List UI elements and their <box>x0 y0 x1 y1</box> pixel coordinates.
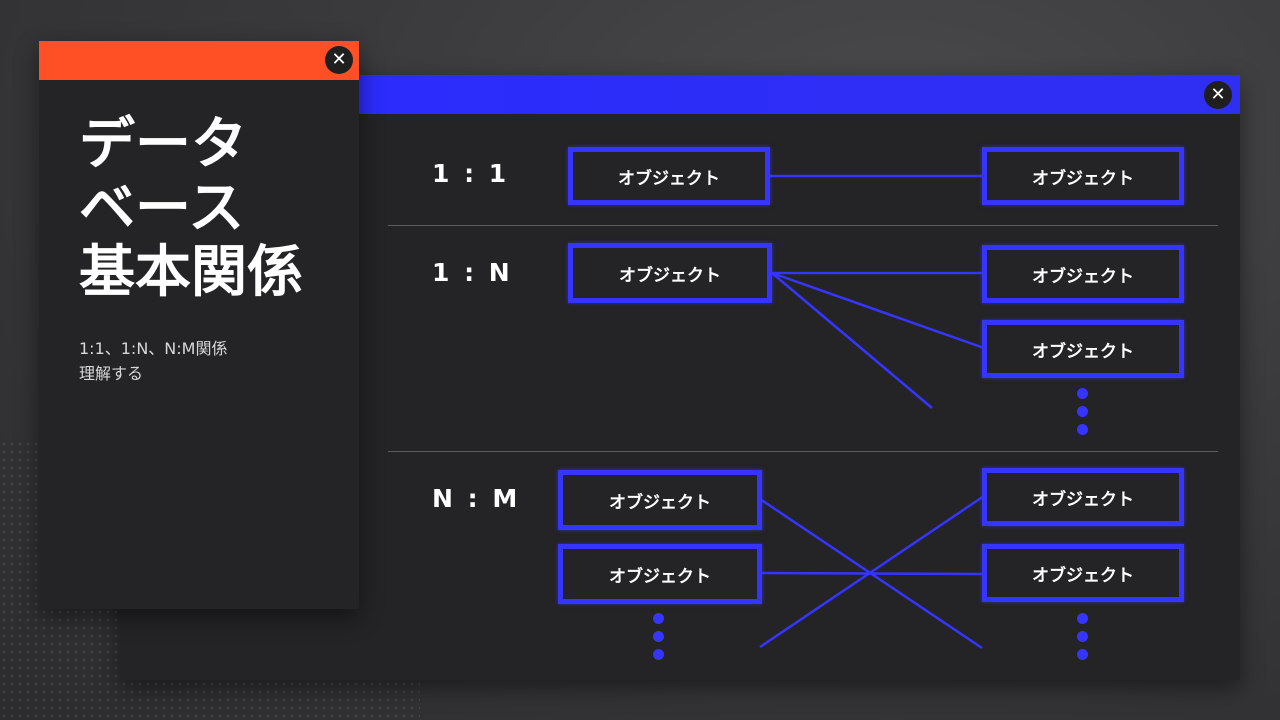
page-title: データ ベース 基本関係 <box>79 112 303 305</box>
ellipsis-dot <box>1077 424 1088 435</box>
object-box: オブジェクト <box>982 320 1184 378</box>
ellipsis-dot <box>1077 649 1088 660</box>
section-label-NtoM: N : M <box>432 484 521 513</box>
title-window-titlebar[interactable]: ✕ <box>39 41 359 80</box>
ellipsis-dot <box>1077 406 1088 417</box>
ellipsis-dot <box>653 613 664 624</box>
link-NtoM-b <box>759 571 985 576</box>
ellipsis-dot <box>1077 613 1088 624</box>
object-box: オブジェクト <box>982 245 1184 303</box>
ellipsis-dot <box>1077 631 1088 642</box>
object-box: オブジェクト <box>982 468 1184 526</box>
object-box: オブジェクト <box>558 544 762 604</box>
object-box: オブジェクト <box>982 544 1184 602</box>
section-label-1to1: 1 : 1 <box>432 159 510 188</box>
link-NtoM-c <box>759 494 985 649</box>
relationship-lines <box>759 174 985 650</box>
ellipsis-dot <box>653 649 664 660</box>
ellipsis-dot <box>1077 388 1088 399</box>
link-1toN-c <box>771 272 933 409</box>
section-label-1toN: 1 : N <box>432 258 513 287</box>
close-icon[interactable]: ✕ <box>325 46 353 74</box>
link-1toN-b <box>771 271 985 350</box>
object-box: オブジェクト <box>568 243 772 303</box>
ellipsis-dot <box>653 631 664 642</box>
object-box: オブジェクト <box>982 147 1184 205</box>
page-subtitle: 1:1、1:N、N:M関係 理解する <box>79 339 228 383</box>
close-icon[interactable]: ✕ <box>1204 81 1232 109</box>
section-divider <box>388 451 1218 452</box>
title-window: ✕ データ ベース 基本関係 1:1、1:N、N:M関係 理解する <box>39 41 359 609</box>
section-divider <box>388 225 1218 226</box>
object-box: オブジェクト <box>568 147 770 205</box>
object-box: オブジェクト <box>558 470 762 530</box>
